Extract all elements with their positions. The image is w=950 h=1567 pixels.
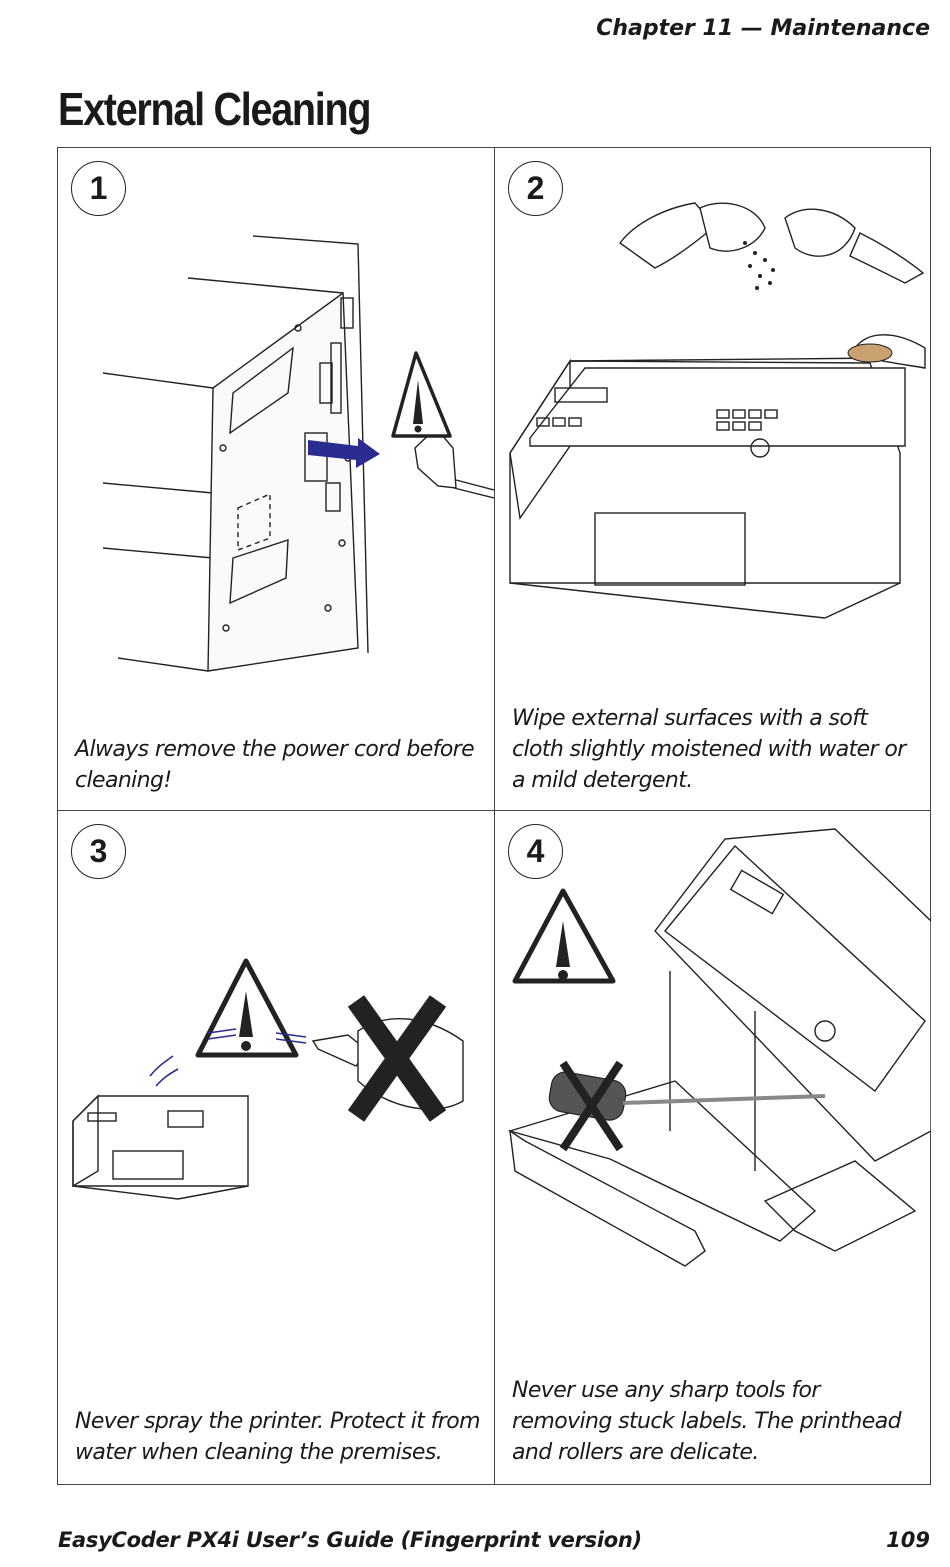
- footer-page-number: 109: [886, 1528, 930, 1552]
- warning-triangle-icon: [391, 351, 452, 438]
- step-1-caption: Always remove the power cord before clea…: [75, 737, 475, 793]
- chapter-heading: Chapter 11 — Maintenance: [596, 16, 930, 41]
- prohibited-x-icon: [559, 1060, 624, 1152]
- steps-grid: 1: [57, 147, 931, 1485]
- step-4-number: 4: [508, 824, 563, 879]
- warning-triangle-icon: [195, 958, 299, 1058]
- grid-divider-vertical: [494, 148, 495, 1484]
- printer-wipe-cloth-illustration: [509, 202, 926, 619]
- page-title: External Cleaning: [58, 83, 372, 135]
- step-2-panel: 2: [495, 148, 931, 810]
- warning-triangle-icon: [512, 888, 616, 984]
- step-4-caption: Never use any sharp tools for removing s…: [512, 1378, 902, 1465]
- step-1-panel: 1: [58, 148, 494, 810]
- step-3-number: 3: [71, 824, 126, 879]
- step-4-panel: 4: [495, 811, 931, 1484]
- no-spray-warning-illustration: [72, 958, 464, 1200]
- no-sharp-tools-illustration: [507, 828, 931, 1267]
- step-1-number: 1: [71, 161, 126, 216]
- step-2-caption: Wipe external surfaces with a soft cloth…: [512, 706, 906, 793]
- step-3-caption: Never spray the printer. Protect it from…: [75, 1409, 481, 1465]
- footer-guide-title: EasyCoder PX4i User’s Guide (Fingerprint…: [58, 1528, 642, 1552]
- prohibited-x-icon: [347, 995, 447, 1122]
- step-2-number: 2: [508, 161, 563, 216]
- grid-divider-horizontal: [58, 810, 930, 811]
- step-3-panel: 3: [58, 811, 494, 1484]
- printer-back-power-cord-illustration: [102, 235, 494, 672]
